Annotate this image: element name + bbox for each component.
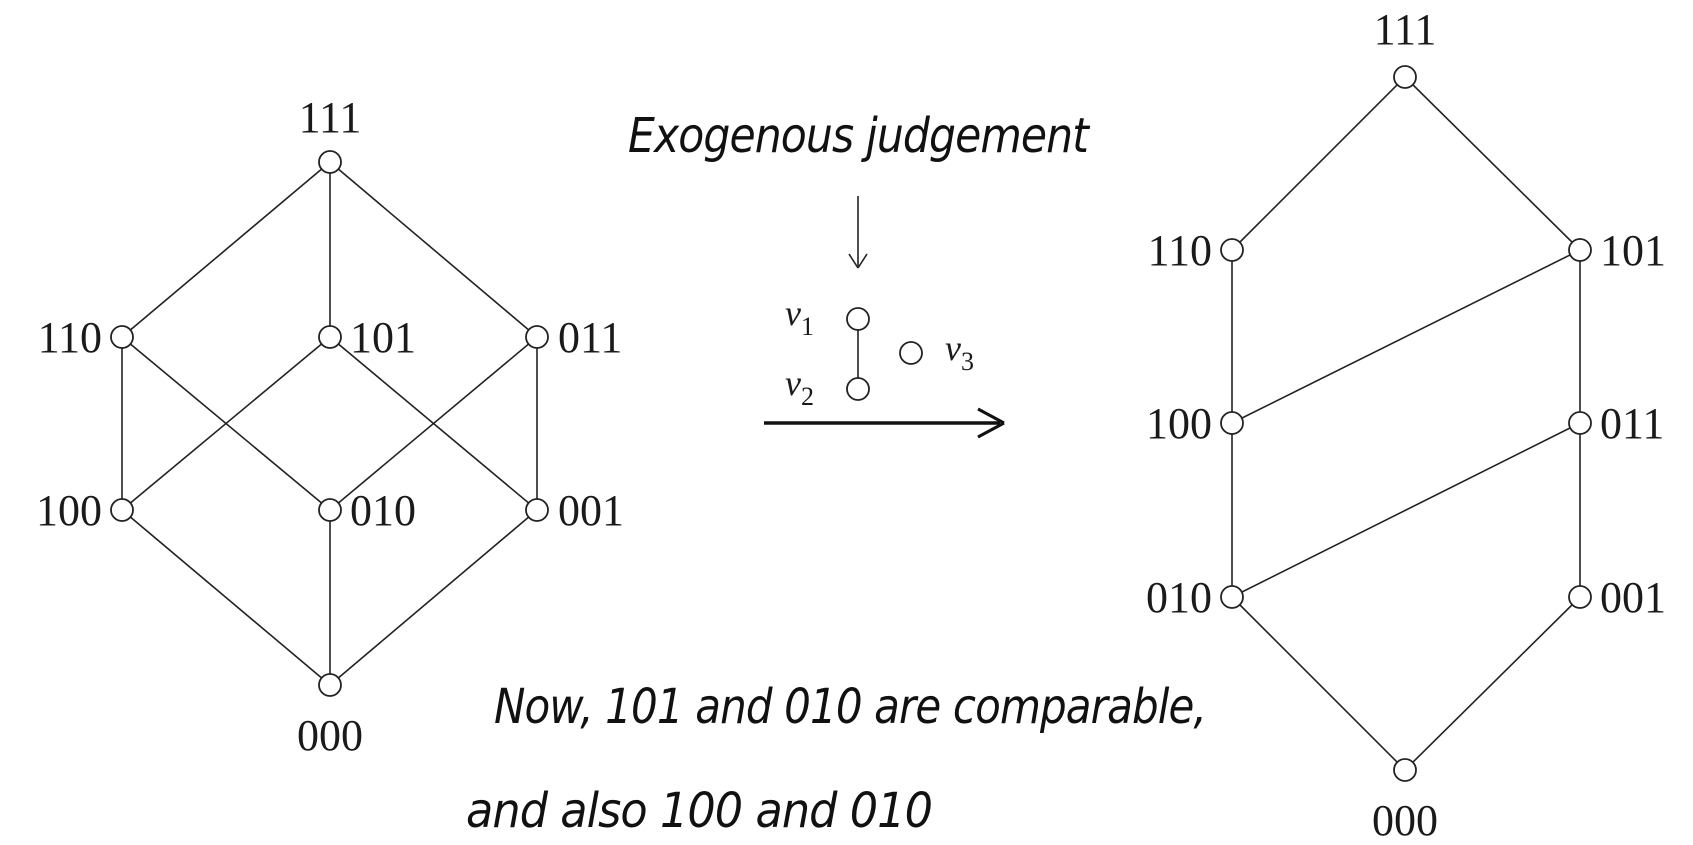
node-111 <box>1393 65 1417 89</box>
edge <box>1231 596 1406 771</box>
edge <box>121 336 331 511</box>
right-lattice-nodes <box>1220 65 1592 782</box>
label-111: 111 <box>299 93 362 142</box>
edge <box>1404 596 1581 771</box>
node-110 <box>110 325 134 349</box>
edge <box>329 336 538 511</box>
label-000: 000 <box>1372 796 1438 845</box>
label-v2: v2 <box>785 363 814 411</box>
node-001 <box>525 498 549 522</box>
node-001 <box>1568 585 1592 609</box>
edge <box>329 161 538 338</box>
annotation: Now, 101 and 010 are comparable, and als… <box>466 679 1207 839</box>
node-111 <box>318 150 342 174</box>
node-v1 <box>846 307 870 331</box>
left-lattice: 111 110 101 011 100 010 001 000 <box>36 93 624 760</box>
judgement-poset: v1 v2 v3 <box>785 293 974 411</box>
node-011 <box>525 325 549 349</box>
label-001: 001 <box>558 486 624 535</box>
edge <box>1404 76 1581 251</box>
node-101 <box>1568 238 1592 262</box>
node-101 <box>318 325 342 349</box>
exogenous-judgement: Exogenous judgement v1 v2 v3 <box>628 108 1092 439</box>
node-110 <box>1220 238 1244 262</box>
node-000 <box>318 673 342 697</box>
right-lattice-labels: 111 110 101 100 011 010 001 000 <box>1146 5 1666 845</box>
label-001: 001 <box>1600 573 1666 622</box>
node-010 <box>318 498 342 522</box>
edge <box>121 509 331 686</box>
label-110: 110 <box>38 313 102 362</box>
label-111: 111 <box>1374 5 1437 54</box>
node-100 <box>1220 411 1244 435</box>
label-000: 000 <box>297 711 363 760</box>
annotation-line-2: and also 100 and 010 <box>466 783 932 839</box>
label-010: 010 <box>350 486 416 535</box>
exogenous-judgement-title: Exogenous judgement <box>628 108 1091 164</box>
right-lattice: 111 110 101 100 011 010 001 000 <box>1146 5 1666 845</box>
node-011 <box>1568 411 1592 435</box>
edge <box>121 161 331 338</box>
label-110: 110 <box>1148 226 1212 275</box>
label-100: 100 <box>1146 399 1212 448</box>
annotation-line-1: Now, 101 and 010 are comparable, <box>494 679 1206 735</box>
node-000 <box>1393 758 1417 782</box>
node-v2 <box>846 377 870 401</box>
label-010: 010 <box>1146 573 1212 622</box>
node-100 <box>110 498 134 522</box>
edge <box>1231 76 1406 251</box>
label-101: 101 <box>1600 226 1666 275</box>
label-011: 011 <box>1600 399 1664 448</box>
right-lattice-edges <box>1231 76 1581 771</box>
right-arrow-icon <box>764 407 1005 439</box>
label-101: 101 <box>350 313 416 362</box>
label-v1: v1 <box>785 293 814 341</box>
node-010 <box>1220 585 1244 609</box>
left-lattice-edges <box>121 161 538 686</box>
left-lattice-labels: 111 110 101 011 100 010 001 000 <box>36 93 624 760</box>
edge <box>1231 422 1581 598</box>
edge <box>329 509 538 686</box>
label-v3: v3 <box>945 328 974 376</box>
node-v3 <box>899 341 923 365</box>
edge <box>1231 249 1581 424</box>
down-arrow-icon <box>848 196 868 269</box>
label-100: 100 <box>36 486 102 535</box>
label-011: 011 <box>558 313 622 362</box>
left-lattice-nodes <box>110 150 549 697</box>
